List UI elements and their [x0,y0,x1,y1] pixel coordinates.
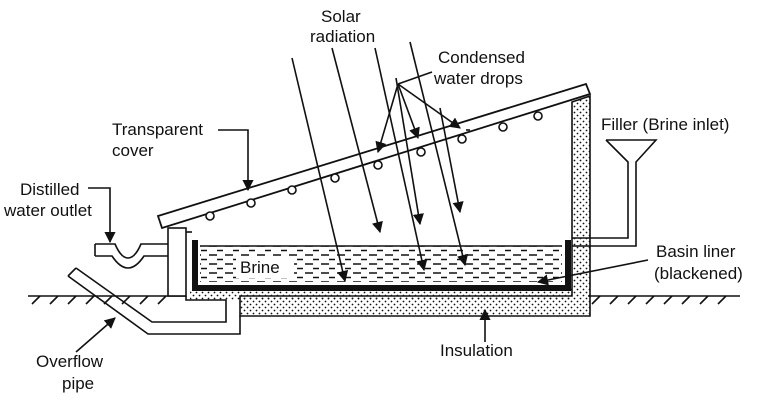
overflow-pipe [67,267,241,335]
left-wall [167,227,192,297]
label-transparent-1: Transparent [112,120,203,139]
label-brine: Brine [240,258,280,277]
leader-lines [75,71,649,353]
label-basin-liner-1: Basin liner [656,242,736,261]
condensed-water-drops [205,111,543,221]
label-distilled-2: water outlet [3,201,92,220]
label-overflow-2: pipe [62,374,94,393]
label-solar-radiation-2: radiation [310,27,375,46]
label-insulation: Insulation [440,341,513,360]
solar-rays [291,41,470,283]
label-condensed-2: water drops [433,69,523,88]
label-filler: Filler (Brine inlet) [601,115,729,134]
basin-liner [192,240,571,291]
labels: Solar radiation Condensed water drops Tr… [3,7,743,393]
ground [28,295,740,305]
label-transparent-2: cover [112,141,154,160]
label-solar-radiation-1: Solar [321,7,361,26]
filler-funnel [572,139,658,247]
distilled-water-outlet [94,243,168,269]
label-overflow-1: Overflow [36,352,104,371]
label-condensed-1: Condensed [438,48,525,67]
label-distilled-1: Distilled [20,180,80,199]
label-basin-liner-2: (blackened) [654,264,743,283]
